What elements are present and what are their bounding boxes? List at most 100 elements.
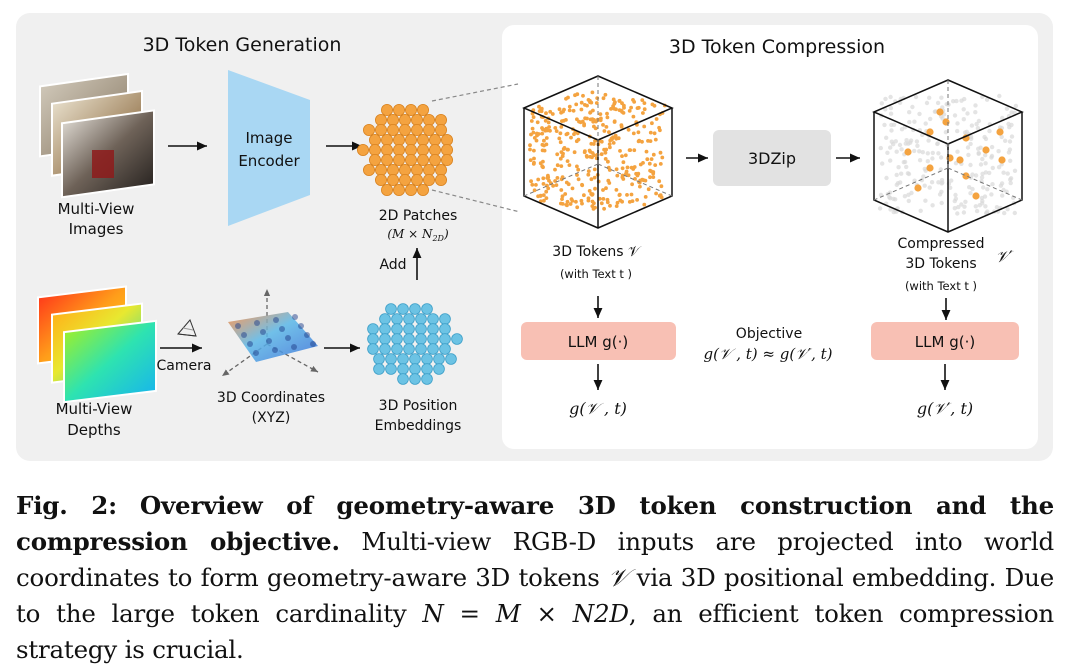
- token-dot: [565, 203, 569, 208]
- figure-diagram: 3D Token Generation 3D Token Compression…: [16, 13, 1053, 461]
- patch-dot: [422, 173, 435, 186]
- token-dot: [605, 111, 609, 116]
- token-dot: [660, 155, 665, 160]
- token-dot: [592, 175, 597, 180]
- token-dot: [570, 199, 575, 203]
- faint-token-dot: [917, 158, 923, 163]
- token-dot: [642, 101, 647, 105]
- token-dot: [633, 177, 637, 181]
- token-dot: [605, 200, 610, 205]
- token-dot: [536, 177, 541, 182]
- faint-token-dot: [984, 97, 990, 102]
- faint-token-dot: [968, 134, 974, 139]
- encoder-label-1: Image: [246, 129, 293, 147]
- faint-token-dot: [982, 134, 987, 140]
- caption-formula: N = M × N2D: [422, 599, 629, 628]
- zip-label: 3DZip: [748, 149, 796, 168]
- token-dot: [562, 107, 566, 112]
- patch-dot: [410, 163, 423, 176]
- compressed-token-dot: [956, 156, 964, 164]
- faint-token-dot: [903, 141, 908, 146]
- embedding-dot: [403, 313, 415, 325]
- caption-bold-text: Overview of geometry-aware 3D token cons…: [16, 491, 1054, 556]
- token-dot: [531, 130, 536, 135]
- faint-token-dot: [997, 93, 1002, 99]
- faint-token-dot: [919, 178, 925, 183]
- token-dot: [623, 153, 628, 158]
- faint-token-dot: [930, 150, 935, 156]
- faint-token-dot: [906, 198, 911, 204]
- token-dot: [540, 148, 545, 153]
- patch-dot: [416, 133, 429, 146]
- patch-dot: [404, 143, 417, 156]
- embedding-dot: [385, 303, 397, 315]
- faint-token-dot: [962, 204, 967, 209]
- token-dot: [534, 138, 539, 143]
- faint-token-dot: [878, 145, 883, 151]
- token-dot: [657, 193, 662, 198]
- embedding-dot: [391, 323, 403, 335]
- token-dot: [602, 147, 606, 152]
- faint-token-dot: [989, 192, 994, 197]
- token-dot: [575, 173, 579, 177]
- token-dot: [585, 116, 589, 121]
- embedding-dot: [427, 343, 439, 355]
- faint-token-dot: [894, 149, 899, 154]
- embedding-dot: [415, 343, 427, 355]
- patch-dot: [392, 133, 405, 146]
- token-dot: [572, 150, 577, 155]
- token-dot: [546, 173, 550, 178]
- faint-token-dot: [907, 119, 912, 125]
- compressed-token-dot: [998, 156, 1006, 164]
- faint-token-dot: [940, 105, 945, 110]
- token-dot: [538, 161, 543, 166]
- faint-token-dot: [999, 181, 1005, 186]
- token-dot: [582, 122, 586, 126]
- token-dot: [554, 129, 559, 134]
- generation-title: 3D Token Generation: [143, 34, 342, 56]
- faint-token-dot: [990, 165, 995, 171]
- patch-dot: [374, 124, 387, 137]
- token-dot: [629, 165, 634, 170]
- faint-token-dot: [973, 204, 978, 209]
- token-dot: [605, 115, 610, 120]
- token-dot: [560, 119, 564, 123]
- embedding-dot: [439, 323, 451, 335]
- compressed-token-dot: [942, 118, 950, 126]
- token-dot: [630, 182, 634, 187]
- embedding-dot: [427, 313, 439, 325]
- token-dot: [567, 163, 572, 168]
- token-dot: [640, 98, 645, 102]
- patch-dot: [398, 124, 411, 137]
- token-dot: [612, 106, 617, 111]
- faint-token-dot: [906, 192, 911, 197]
- faint-token-dot: [902, 194, 908, 199]
- token-dot: [575, 164, 579, 169]
- patch-dot: [398, 163, 411, 176]
- faint-token-dot: [987, 170, 992, 176]
- faint-token-dot: [932, 109, 938, 114]
- token-dot: [550, 112, 555, 116]
- token-dot: [587, 148, 592, 153]
- embedding-dot: [409, 363, 421, 375]
- token-dot: [647, 161, 652, 166]
- faint-token-dot: [1007, 139, 1013, 144]
- patch-dot: [380, 153, 393, 166]
- token-dot: [567, 104, 572, 109]
- faint-token-dot: [921, 174, 926, 179]
- token-dot: [589, 177, 594, 182]
- token-dot: [597, 196, 602, 201]
- token-dot: [544, 196, 549, 201]
- token-dot: [530, 182, 535, 187]
- token-dot: [604, 125, 609, 129]
- token-dot: [645, 157, 650, 162]
- faint-token-dot: [1005, 171, 1010, 176]
- faint-token-dot: [913, 94, 919, 100]
- faint-token-dot: [930, 156, 935, 161]
- token-dot: [570, 186, 575, 191]
- tokens-label: 3D Tokens 𝒱: [552, 244, 642, 260]
- token-dot: [629, 192, 634, 197]
- faint-token-dot: [983, 161, 988, 166]
- faint-token-dot: [970, 186, 975, 192]
- faint-token-dot: [888, 105, 894, 111]
